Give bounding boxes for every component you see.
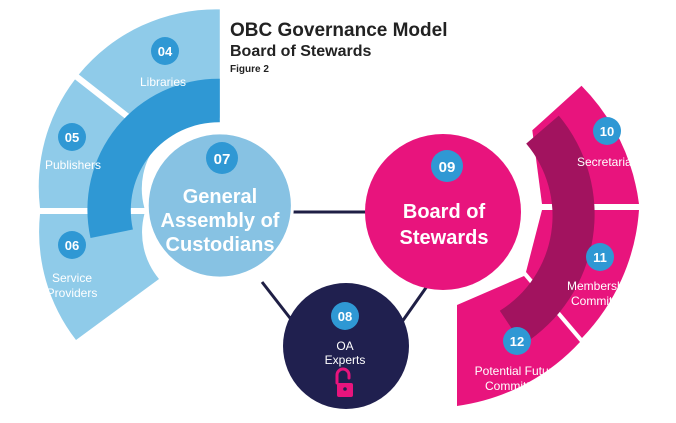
future-label-line-2: Committees bbox=[485, 379, 549, 393]
number-badges: 04 05 06 07 08 09 10 11 12 bbox=[58, 37, 621, 355]
badge-05 bbox=[58, 123, 86, 151]
future-label-line-1: Potential Future bbox=[475, 364, 560, 378]
service-providers-label-line-2: Providers bbox=[47, 286, 98, 300]
open-padlock-icon bbox=[335, 367, 353, 397]
badge-12 bbox=[503, 327, 531, 355]
badge-10-number: 10 bbox=[600, 124, 614, 139]
service-providers-label-line-1: Service bbox=[52, 271, 92, 285]
membership-label-line-1: Membership bbox=[567, 279, 633, 293]
badge-04-number: 04 bbox=[158, 44, 173, 59]
libraries-label: Libraries bbox=[140, 75, 186, 89]
diagram-subtitle: Board of Stewards bbox=[230, 43, 372, 60]
diagram-title: OBC Governance Model bbox=[230, 20, 448, 41]
badge-08-number: 08 bbox=[338, 309, 352, 324]
badge-06-number: 06 bbox=[65, 238, 79, 253]
badge-07-number: 07 bbox=[214, 151, 231, 168]
custodian-fan bbox=[38, 9, 220, 340]
badge-04 bbox=[151, 37, 179, 65]
general-assembly-label-line-3: Custodians bbox=[166, 234, 275, 256]
badge-08 bbox=[331, 302, 359, 330]
figure-label: Figure 2 bbox=[230, 64, 269, 75]
board-label-line-2: Stewards bbox=[400, 227, 489, 249]
inner-magenta-arc bbox=[499, 115, 595, 345]
inner-blue-arc bbox=[87, 78, 220, 238]
node-labels: Libraries Publishers Service Providers G… bbox=[45, 75, 636, 393]
secretariat-label: Secretariat bbox=[577, 155, 636, 169]
oa-experts-label-line-2: Experts bbox=[325, 353, 366, 367]
oa-experts-circle bbox=[283, 283, 409, 409]
general-assembly-circle bbox=[145, 131, 294, 280]
badge-06 bbox=[58, 231, 86, 259]
badge-09 bbox=[431, 150, 463, 182]
general-assembly-label-line-2: Assembly of bbox=[161, 210, 280, 232]
badge-10 bbox=[593, 117, 621, 145]
board-circle bbox=[365, 134, 521, 290]
badge-05-number: 05 bbox=[65, 130, 79, 145]
oa-experts-label-line-1: OA bbox=[336, 339, 353, 353]
publishers-label: Publishers bbox=[45, 158, 101, 172]
badge-09-number: 09 bbox=[439, 159, 456, 176]
membership-label-line-2: Committee bbox=[571, 294, 629, 308]
badge-07 bbox=[206, 142, 238, 174]
badge-11 bbox=[586, 243, 614, 271]
board-label-line-1: Board of bbox=[403, 201, 486, 223]
badge-11-number: 11 bbox=[593, 250, 607, 265]
general-assembly-label-line-1: General bbox=[183, 186, 257, 208]
badge-12-number: 12 bbox=[510, 334, 524, 349]
title-block: OBC Governance Model Board of Stewards F… bbox=[230, 20, 448, 78]
committee-fan bbox=[457, 85, 639, 406]
